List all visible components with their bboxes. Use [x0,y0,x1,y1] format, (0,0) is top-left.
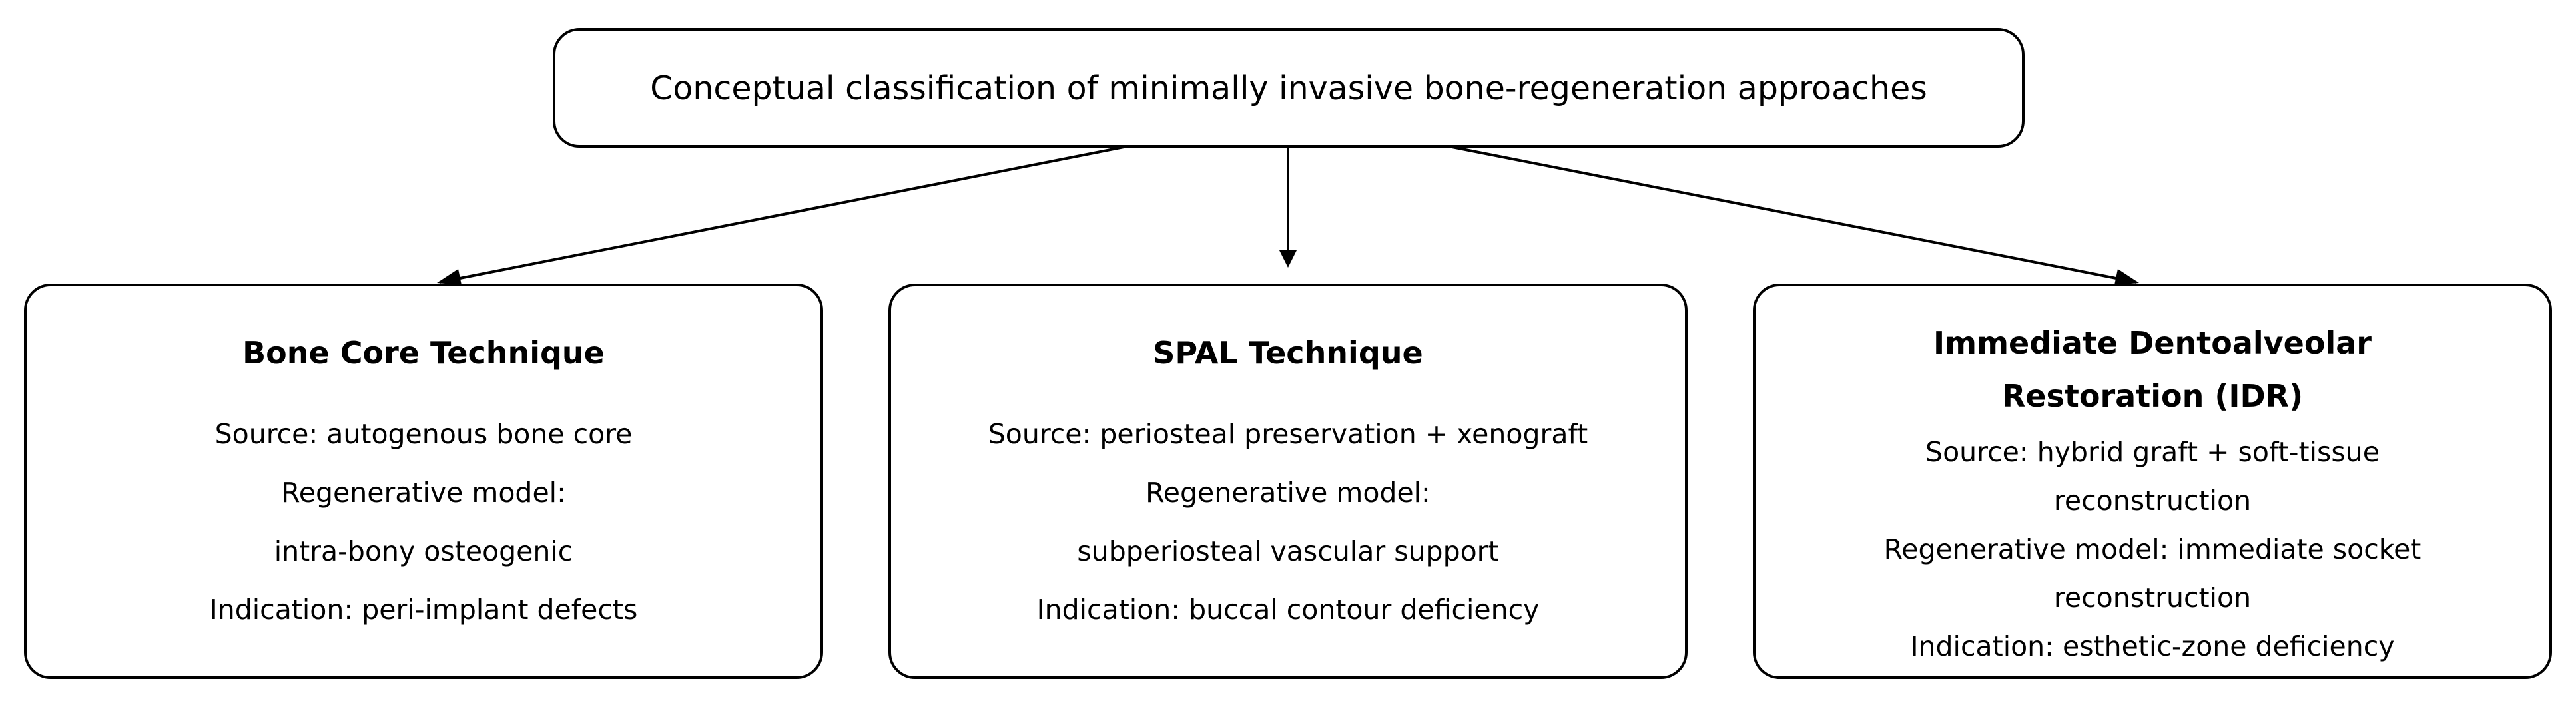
detail-source: Source: autogenous bone core [214,418,633,450]
detail-source-cont: reconstruction [2053,485,2252,517]
node-details: Source: autogenous bone core Regenerativ… [210,405,638,639]
detail-model-label: Regenerative model: [281,477,566,509]
detail-model-value: subperiosteal vascular support [1077,535,1499,567]
node-title-line-2: Restoration (IDR) [2001,378,2304,414]
node-title: SPAL Technique [1153,335,1423,371]
detail-model-label: Regenerative model: [1145,477,1431,509]
node-title: Bone Core Technique [242,335,605,371]
arrowhead-bone-core [437,269,462,285]
arrowhead-idr [2114,269,2139,285]
node-title: Immediate Dentoalveolar Restoration (IDR… [1933,316,2372,423]
node-details: Source: periosteal preservation + xenogr… [988,405,1588,639]
node-title-line-1: Immediate Dentoalveolar [1933,325,2372,361]
node-idr: Immediate Dentoalveolar Restoration (IDR… [1753,284,2552,679]
root-title: Conceptual classification of minimally i… [650,69,1927,107]
root-node: Conceptual classification of minimally i… [553,28,2025,148]
detail-source: Source: hybrid graft + soft-tissue [1925,436,2380,468]
detail-model: Regenerative model: immediate socket [1883,533,2421,565]
detail-model-value: intra-bony osteogenic [274,535,573,567]
detail-indication: Indication: peri-implant defects [209,594,638,626]
arrowhead-spal [1279,250,1297,268]
arrow-to-idr [1435,142,2137,284]
arrow-to-bone-core [439,142,1141,284]
detail-model-cont: reconstruction [2053,582,2252,614]
node-bone-core-technique: Bone Core Technique Source: autogenous b… [24,284,823,679]
detail-indication: Indication: buccal contour deficiency [1036,594,1540,626]
node-spal-technique: SPAL Technique Source: periosteal preser… [888,284,1688,679]
node-details: Source: hybrid graft + soft-tissue recon… [1884,428,2421,671]
detail-indication: Indication: esthetic-zone deficiency [1910,630,2395,662]
detail-source: Source: periosteal preservation + xenogr… [988,418,1588,450]
